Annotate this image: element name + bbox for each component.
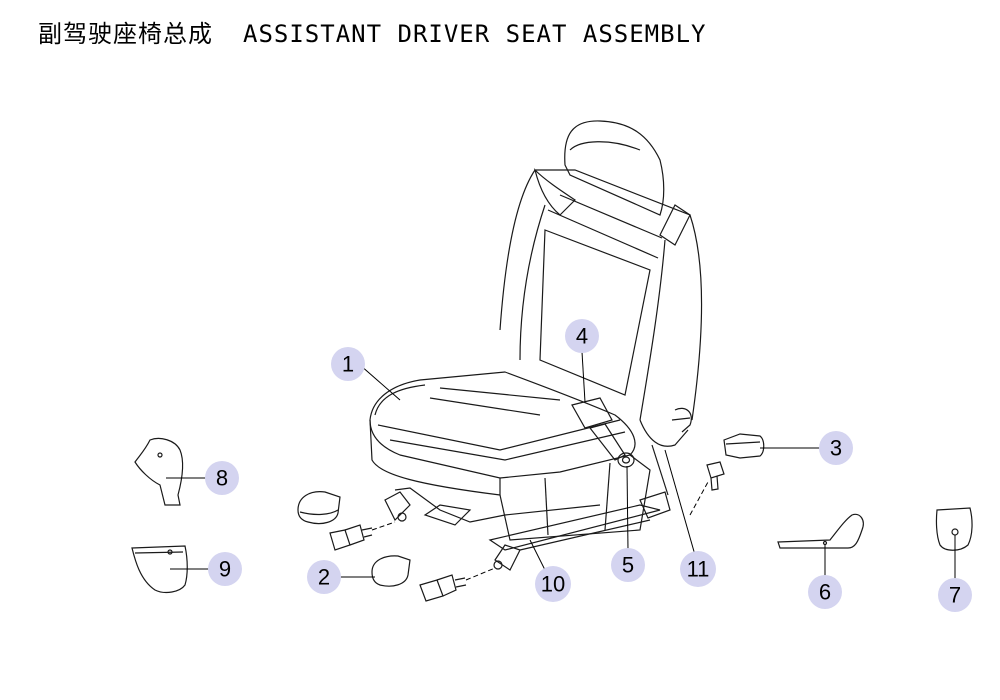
dashed-bolt-path-upper xyxy=(371,521,396,531)
svg-text:11: 11 xyxy=(687,557,710,582)
svg-text:9: 9 xyxy=(219,557,231,582)
seat-assembly xyxy=(369,120,703,571)
leader-4 xyxy=(581,351,586,403)
bolt-cap-rear xyxy=(723,433,765,459)
callout-9: 9 xyxy=(208,552,242,586)
leader-10 xyxy=(529,539,546,571)
svg-text:3: 3 xyxy=(830,436,842,461)
svg-text:7: 7 xyxy=(949,583,961,608)
callout-8: 8 xyxy=(205,461,239,495)
svg-text:10: 10 xyxy=(541,572,565,597)
bolt-cap-front-left xyxy=(297,491,341,525)
svg-text:4: 4 xyxy=(576,324,588,349)
callout-5: 5 xyxy=(611,548,645,582)
mounting-bolt-lower xyxy=(419,574,467,602)
callout-11: 11 xyxy=(680,551,716,587)
bolt-cap-front-right xyxy=(371,555,411,587)
leader-5 xyxy=(626,465,629,551)
callout-6: 6 xyxy=(808,575,842,609)
leader-11 xyxy=(664,449,696,556)
svg-text:8: 8 xyxy=(216,466,228,491)
diagram-title: 副驾驶座椅总成 ASSISTANT DRIVER SEAT ASSEMBLY xyxy=(38,14,706,49)
leader-1 xyxy=(359,364,401,401)
title-chinese: 副驾驶座椅总成 xyxy=(38,20,213,48)
end-cover xyxy=(935,507,973,551)
svg-text:1: 1 xyxy=(342,352,354,377)
callout-1: 1 xyxy=(331,347,365,381)
mounting-bolt-upper xyxy=(329,524,373,551)
hinge-cover xyxy=(134,437,184,506)
dashed-bolt-path-rear xyxy=(689,481,709,516)
lower-trim-cover xyxy=(131,545,188,594)
svg-text:5: 5 xyxy=(622,553,634,578)
dashed-bolt-path-lower xyxy=(465,567,496,581)
callout-2: 2 xyxy=(307,560,341,594)
side-trim-lever xyxy=(777,513,864,549)
title-english: ASSISTANT DRIVER SEAT ASSEMBLY xyxy=(243,20,707,48)
svg-text:2: 2 xyxy=(318,565,330,590)
callout-10: 10 xyxy=(535,566,571,602)
mounting-bolt-rear xyxy=(706,461,725,491)
callout-4: 4 xyxy=(565,319,599,353)
callout-3: 3 xyxy=(819,431,853,465)
callout-7: 7 xyxy=(938,578,972,612)
svg-text:6: 6 xyxy=(819,580,831,605)
